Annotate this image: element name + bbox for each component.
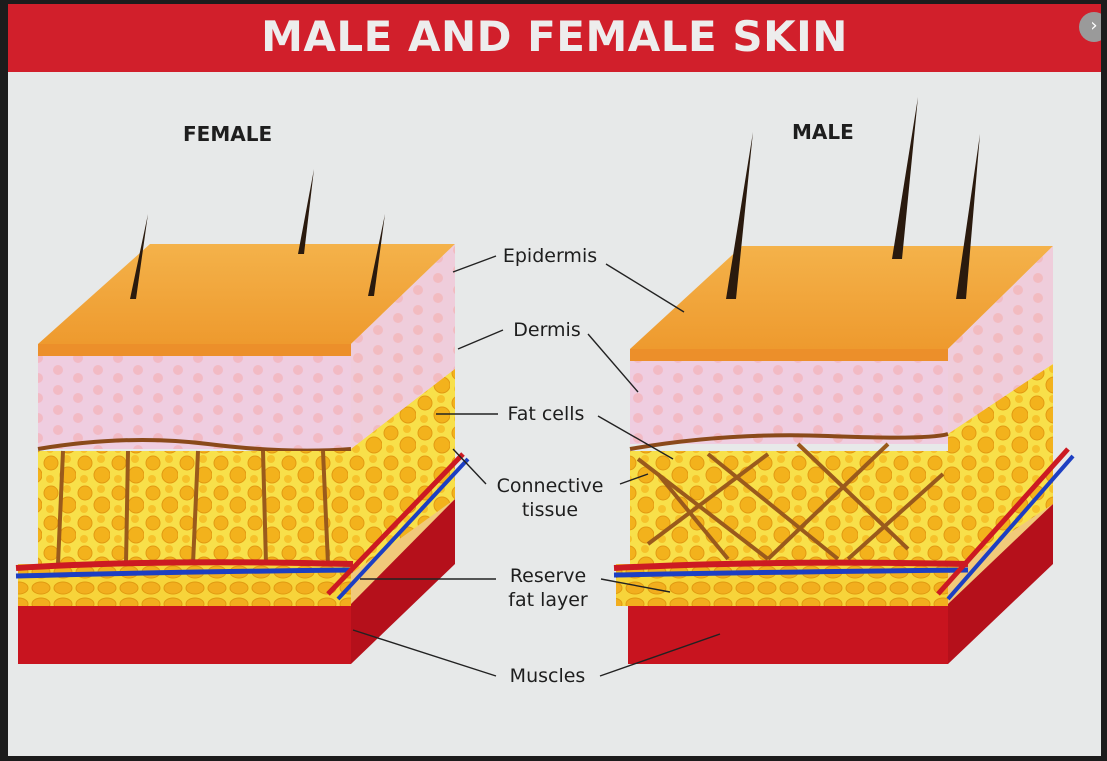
fat-cells-label: Fat cells (496, 402, 596, 426)
reserve-label-line2: fat layer (493, 588, 603, 612)
dermis-label: Dermis (502, 318, 592, 342)
female-muscle (18, 606, 351, 664)
male-muscle (628, 606, 948, 664)
female-heading: FEMALE (183, 122, 272, 146)
connective-tissue-label: Connective tissue (480, 474, 620, 522)
connective-label-line2: tissue (480, 498, 620, 522)
connective-label-line1: Connective (480, 474, 620, 498)
female-skin-block (16, 169, 468, 664)
male-dermis (630, 361, 948, 444)
male-fat-cells (630, 451, 948, 564)
male-heading: MALE (792, 120, 854, 144)
epidermis-label: Epidermis (495, 244, 605, 268)
female-dermis (38, 356, 351, 449)
male-epidermis-front (630, 349, 948, 361)
slide: MALE AND FEMALE SKIN › (8, 4, 1101, 756)
skin-diagram (8, 4, 1101, 756)
male-skin-block (614, 97, 1073, 664)
muscles-label: Muscles (495, 664, 600, 688)
female-epidermis-front (38, 344, 351, 356)
reserve-label-line1: Reserve (493, 564, 603, 588)
reserve-fat-layer-label: Reserve fat layer (493, 564, 603, 612)
